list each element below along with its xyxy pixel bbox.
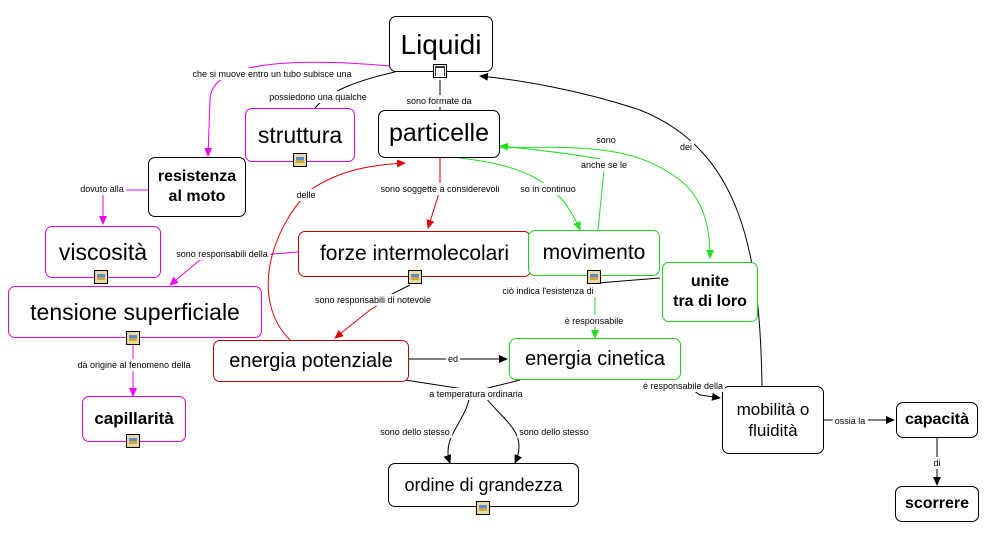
node-liquidi[interactable]: Liquidi [389,16,493,72]
node-ordine[interactable]: ordine di grandezza [388,463,579,507]
node-tensione[interactable]: tensione superficiale [8,286,262,338]
node-movimento[interactable]: movimento [528,230,660,276]
node-capacita-label: capacità [904,411,970,428]
node-unite[interactable]: unite tra di loro [662,262,758,322]
edge-movimento-unite [597,277,661,284]
image-resource-icon[interactable] [293,153,307,167]
edge-label: sono dello stesso [517,426,591,438]
node-tensione-label: tensione superficiale [30,298,240,325]
node-liquidi-label: Liquidi [400,28,482,60]
node-capacita[interactable]: capacità [896,402,978,438]
edge-label: sono responsabili di notevole [312,294,434,306]
node-mobilita[interactable]: mobilità o fluidità [722,386,824,454]
node-viscosita-label: viscosità [58,238,148,265]
node-capillarita-label: capillarità [94,409,174,429]
node-energia-cinetica[interactable]: energia cinetica [509,338,681,380]
node-resistenza[interactable]: resistenza al moto [148,157,246,217]
edge-label: possiedono una qualche [267,91,369,103]
edge-label: ossia la [832,415,868,427]
image-resource-icon[interactable] [126,331,140,345]
node-energia-potenziale-label: energia potenziale [229,349,393,372]
node-mobilita-label: mobilità o fluidità [736,399,810,440]
edge-label: dovuto alla [78,183,126,195]
node-resistenza-label: resistenza al moto [157,168,237,205]
edge-resistenza-viscosita [99,189,148,225]
node-particelle[interactable]: particelle [378,110,500,158]
image-resource-icon[interactable] [587,270,601,284]
image-resource-icon[interactable] [94,270,108,284]
node-scorrere-label: scorrere [904,495,970,512]
node-struttura-label: struttura [257,121,343,148]
node-scorrere[interactable]: scorrere [895,486,979,522]
edge-label: di [931,457,943,469]
concept-map-icon[interactable] [433,64,447,78]
edge-label: dà origine al fenomeno della [75,359,193,371]
edge-label: delle [294,189,318,201]
image-resource-icon[interactable] [126,434,140,448]
edge-label: è responsabile [562,315,626,327]
node-energia-cinetica-label: energia cinetica [524,347,666,370]
node-particelle-label: particelle [388,119,490,148]
edge-liquidi-resistenza [204,61,391,157]
edge-label: so in continuo [518,183,578,195]
node-unite-label: unite tra di loro [673,273,747,310]
edge-particelle-unite [499,146,714,259]
edge-label: sono soggette a considerevoli [378,183,502,195]
edge-label: a temperatura ordinaria [427,388,525,400]
node-viscosita[interactable]: viscosità [45,226,161,278]
node-ordine-label: ordine di grandezza [404,474,563,495]
edge-label: sono responsabili della [174,248,270,260]
edge-label: sono dello stesso [378,426,452,438]
node-movimento-label: movimento [542,240,646,264]
node-energia-potenziale[interactable]: energia potenziale [213,340,409,382]
edge-label: dei [677,141,695,153]
image-resource-icon[interactable] [476,501,490,515]
edge-label: ed [445,353,461,365]
node-forze-label: forze intermolecolari [319,241,510,265]
edge-label: anche se le [578,159,630,171]
edge-label: ciò indica l'esistenza di [500,285,596,297]
edge-label: che si muove entro un tubo subisce una [190,68,354,80]
edge-label: sono [594,134,618,146]
image-resource-icon[interactable] [408,270,422,284]
edge-label: è responsabile della [640,380,726,392]
edge-particelle-movimento [459,157,581,231]
edge-label: sono formate da [404,95,474,107]
